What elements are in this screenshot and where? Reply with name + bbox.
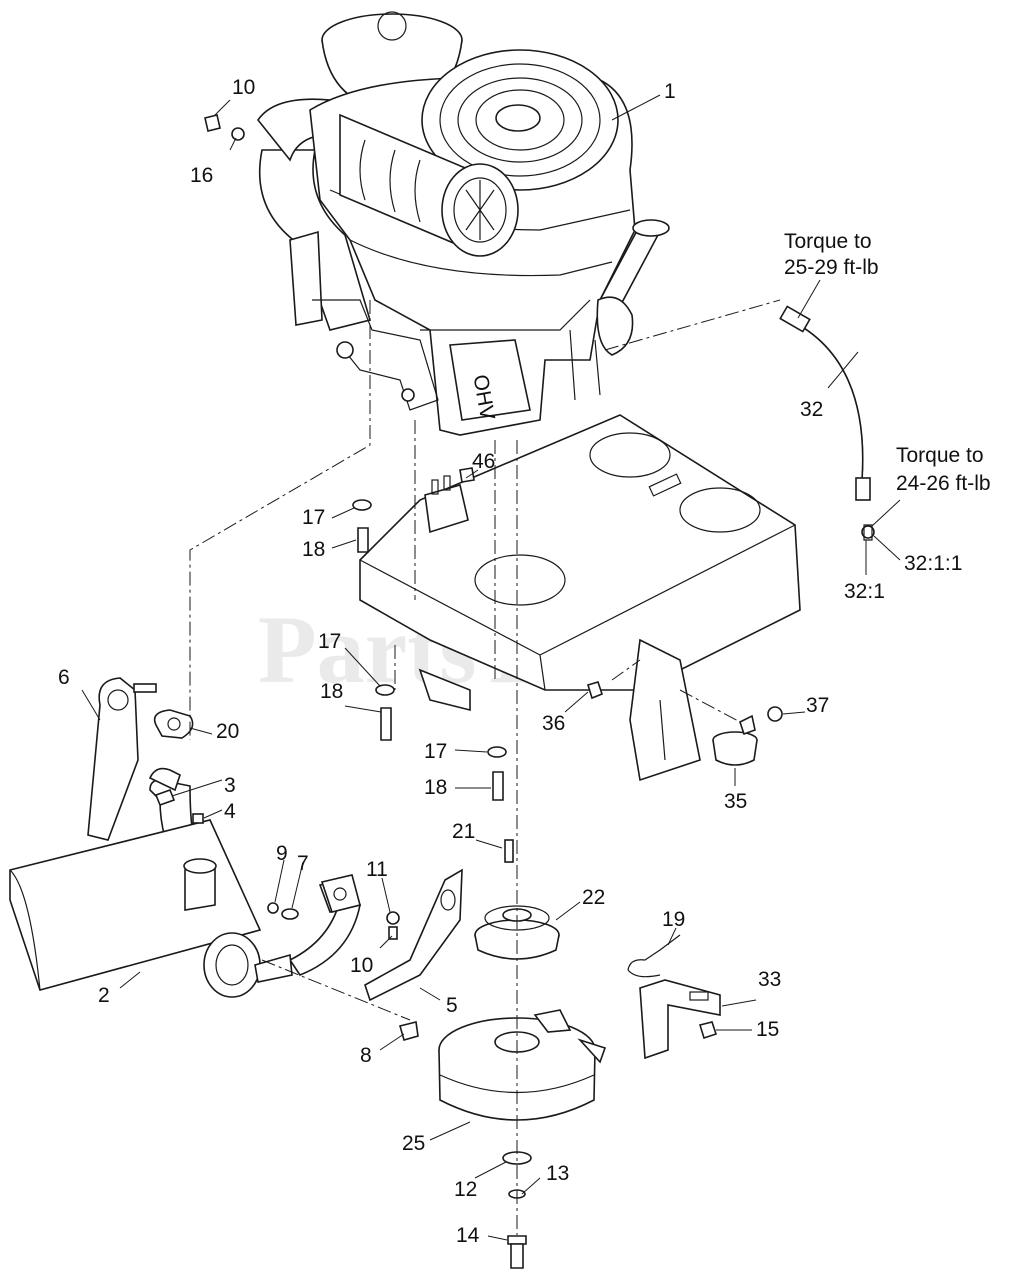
callout-15[interactable]: 15 (756, 1018, 779, 1041)
flange-exhaust[interactable] (320, 874, 361, 913)
engine[interactable]: OHV (257, 11, 670, 436)
washer-11[interactable] (386, 911, 400, 925)
cable-clip-19[interactable] (627, 934, 681, 978)
callout-18-upper[interactable]: 18 (302, 538, 325, 561)
clamp-35[interactable] (712, 714, 758, 766)
callout-21[interactable]: 21 (452, 820, 475, 843)
callout-18-mid[interactable]: 18 (320, 680, 343, 703)
callout-25[interactable]: 25 (402, 1132, 425, 1155)
callout-9[interactable]: 9 (276, 842, 288, 865)
callout-16[interactable]: 16 (190, 164, 213, 187)
callout-3[interactable]: 3 (224, 774, 236, 797)
callout-5[interactable]: 5 (446, 994, 458, 1017)
callout-14[interactable]: 14 (456, 1224, 480, 1247)
callout-10-top[interactable]: 10 (232, 76, 255, 99)
muffler-mount-bracket-5[interactable] (364, 868, 463, 1002)
bolt-18-low[interactable] (492, 771, 504, 801)
electric-clutch-25[interactable] (438, 1009, 607, 1121)
torque-note-upper-line1: Torque to (784, 230, 872, 253)
callout-33[interactable]: 33 (758, 968, 781, 991)
callout-8[interactable]: 8 (360, 1044, 372, 1067)
callout-10-lower[interactable]: 10 (350, 954, 373, 977)
callout-11[interactable]: 11 (366, 858, 388, 881)
callout-36[interactable]: 36 (542, 712, 565, 735)
rectifier-46[interactable] (424, 467, 475, 534)
callout-17-low[interactable]: 17 (424, 740, 447, 763)
callout-32-1[interactable]: 32:1 (844, 580, 885, 603)
torque-note-lower: Torque to 24-26 ft-lb (896, 444, 991, 495)
bolt-8[interactable] (399, 1021, 419, 1041)
washer-17-low[interactable] (487, 746, 507, 758)
callout-46[interactable]: 46 (472, 450, 495, 473)
callout-2[interactable]: 2 (98, 984, 110, 1007)
nut-9[interactable] (267, 902, 279, 914)
muffler-bracket-6[interactable] (87, 677, 157, 841)
torque-note-lower-line2: 24-26 ft-lb (896, 472, 991, 495)
fuel-hose[interactable] (779, 305, 875, 541)
callout-32-1-1[interactable]: 32:1:1 (904, 552, 962, 575)
callout-1[interactable]: 1 (664, 80, 676, 103)
washer-7[interactable] (281, 908, 299, 920)
callout-7[interactable]: 7 (297, 852, 309, 875)
callout-6[interactable]: 6 (58, 666, 70, 689)
callout-18-low[interactable]: 18 (424, 776, 447, 799)
torque-note-upper: Torque to 25-29 ft-lb (784, 230, 879, 279)
bolt-10-low[interactable] (388, 926, 398, 940)
bolt-14[interactable] (507, 1235, 527, 1269)
muffler-2[interactable] (9, 819, 293, 998)
assembly-centerlines (189, 299, 781, 1235)
callout-32[interactable]: 32 (800, 398, 823, 421)
callout-4[interactable]: 4 (224, 800, 236, 823)
fitting-32-1[interactable] (861, 525, 875, 539)
washer-17-upper[interactable] (352, 499, 372, 511)
callout-35[interactable]: 35 (724, 790, 747, 813)
callout-12[interactable]: 12 (454, 1178, 477, 1201)
engine-mount-plate[interactable] (359, 414, 801, 782)
washer-17-mid[interactable] (375, 684, 395, 696)
exhaust-gasket-20[interactable] (153, 709, 194, 739)
bolt-18-mid[interactable] (380, 707, 392, 741)
bolt-15[interactable] (698, 1021, 718, 1040)
bracket-33[interactable] (639, 979, 721, 1060)
nut-37[interactable] (767, 706, 783, 722)
nut-3[interactable] (154, 788, 176, 807)
torque-note-lower-line1: Torque to (896, 444, 984, 467)
callout-17-mid[interactable]: 17 (318, 630, 341, 653)
callout-13[interactable]: 13 (546, 1162, 569, 1185)
torque-note-upper-line2: 25-29 ft-lb (784, 256, 879, 279)
bolt-10-top[interactable] (204, 114, 221, 132)
bolt-18-upper[interactable] (357, 527, 369, 553)
callout-22[interactable]: 22 (582, 886, 605, 909)
callout-20[interactable]: 20 (216, 720, 239, 743)
callout-17-upper[interactable]: 17 (302, 506, 325, 529)
bolt-4[interactable] (192, 813, 204, 824)
key-21[interactable] (504, 839, 514, 863)
callout-37[interactable]: 37 (806, 694, 829, 717)
leader-lines (81, 94, 901, 1241)
bolt-36[interactable] (586, 681, 603, 700)
callout-labels: 1 2 3 4 5 6 7 8 9 10 10 11 12 13 14 15 1… (58, 76, 962, 1247)
callout-19[interactable]: 19 (662, 908, 685, 931)
washer-16[interactable] (231, 127, 245, 141)
